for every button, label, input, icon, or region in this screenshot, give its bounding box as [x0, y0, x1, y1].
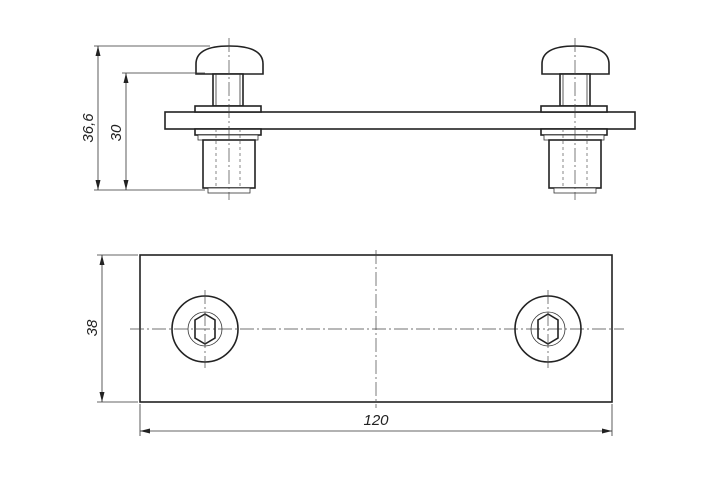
dim-label-38: 38	[84, 319, 101, 336]
dim-length-120: 120	[139, 404, 613, 436]
left-washer-top	[194, 105, 262, 113]
right-bolt-head	[541, 45, 610, 75]
side-plate	[164, 111, 636, 130]
left-washer-bottom	[194, 128, 262, 136]
left-bolt-shank	[212, 73, 244, 107]
right-bolt-top	[514, 290, 582, 368]
dim-label-36-6: 36,6	[80, 113, 97, 143]
dim-label-120: 120	[363, 412, 389, 429]
dim-height-30: 30	[108, 72, 205, 190]
right-washer-top	[540, 105, 608, 113]
left-bolt-top	[171, 290, 239, 368]
right-bolt-side	[540, 38, 610, 200]
top-view: 38 120	[84, 250, 624, 436]
right-washer-bottom	[540, 128, 608, 136]
dim-total-height: 36,6	[80, 45, 210, 191]
left-bolt-head	[195, 45, 264, 75]
dim-label-30: 30	[108, 124, 125, 141]
side-view: 36,6 30	[80, 38, 636, 200]
dim-width-38: 38	[84, 254, 138, 403]
left-bolt-side	[194, 38, 264, 200]
